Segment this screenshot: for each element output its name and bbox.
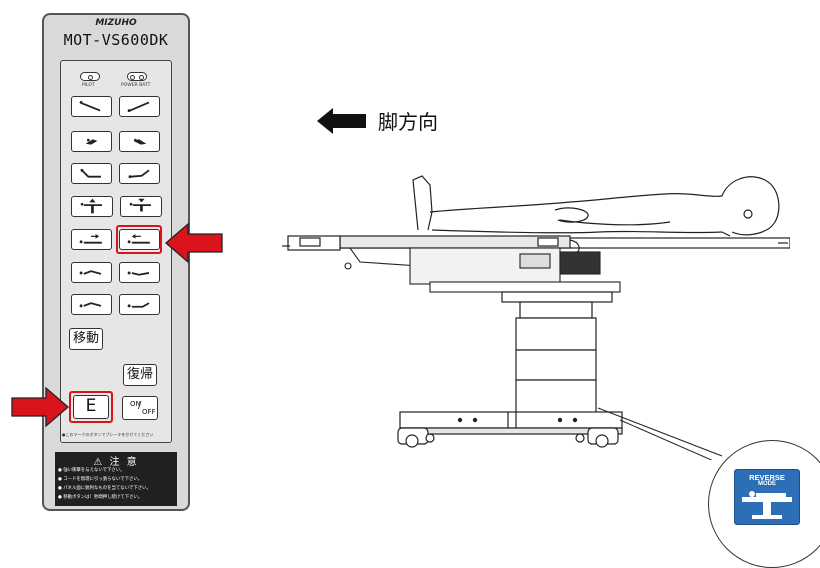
battery-lamp-icon (127, 72, 147, 81)
lateral-tilt-right-icon (133, 138, 147, 145)
reflex-icon (127, 271, 150, 276)
warning-line: ● コードを無理に引っ張らないで下さい。 (58, 477, 143, 482)
off-label: OFF (142, 408, 156, 416)
lateral-tilt-left-icon (85, 138, 98, 145)
on-off-button[interactable]: ON / OFF (122, 396, 158, 420)
move-button[interactable]: 移動 (69, 328, 103, 350)
warning-line: ● 強い衝撃を与えないで下さい。 (58, 468, 125, 473)
table-down-icon (129, 198, 151, 212)
leg-up-button[interactable] (71, 294, 112, 315)
highlight-frame (69, 391, 113, 423)
back-up-icon (128, 169, 150, 179)
pilot-lamp-icon (80, 72, 100, 81)
on-label: ON (130, 400, 141, 408)
red-arrow-pointing-right-icon (11, 386, 69, 428)
pilot-label: PILOT (82, 83, 95, 88)
table-up-button[interactable] (71, 196, 113, 217)
flex-icon (79, 270, 102, 275)
battery-label: POWER BATT (121, 83, 151, 88)
back-up-button[interactable] (119, 163, 160, 184)
slide-head-icon (127, 234, 150, 244)
leg-down-button[interactable] (119, 294, 160, 315)
warning-title: ⚠ 注 意 (93, 457, 139, 468)
table-down-button[interactable] (120, 196, 162, 217)
table-up-icon (80, 198, 102, 214)
red-arrow-pointing-left-icon (165, 222, 223, 264)
highlight-frame (116, 225, 162, 254)
column (501, 291, 613, 415)
badge-line2: MODE (758, 481, 776, 487)
tilt-head-up-button[interactable] (119, 96, 160, 117)
warning-box (55, 452, 177, 506)
tabletop (282, 235, 790, 255)
lateral-tilt-right-button[interactable] (119, 131, 160, 152)
model-number: MOT-VS600DK (63, 31, 169, 49)
operating-table-illustration (282, 175, 790, 460)
badge-line1: REVERSE (749, 473, 785, 482)
tilt-head-down-button[interactable] (71, 96, 112, 117)
tilt-head-up-icon (127, 101, 150, 113)
leader-lines (597, 407, 723, 460)
direction-arrow-icon (317, 108, 366, 134)
patient-figure (412, 175, 780, 237)
brand-logo: MIZUHO (95, 18, 137, 28)
table-mechanism (344, 247, 621, 293)
slash-separator: / (138, 400, 142, 411)
warning-line: ● 移動ボタンは！秒間押し続けて下さい。 (58, 495, 143, 500)
leg-up-icon (79, 302, 102, 308)
reflex-button[interactable] (119, 262, 160, 283)
slide-foot-button[interactable] (71, 229, 112, 250)
slide-foot-icon (79, 234, 102, 244)
slide-head-button[interactable] (119, 229, 160, 250)
lateral-tilt-left-button[interactable] (71, 131, 112, 152)
back-down-button[interactable] (71, 163, 112, 184)
leg-down-icon (127, 302, 150, 308)
brake-footnote: ●このマークのボタンでブレーキをかけてください (62, 432, 154, 437)
table-symbol-icon (742, 491, 792, 519)
table-base (397, 411, 623, 448)
direction-label: 脚方向 (378, 110, 438, 134)
e-button[interactable]: E (73, 395, 109, 419)
back-down-icon (80, 168, 101, 178)
flex-button[interactable] (71, 262, 112, 283)
restore-button[interactable]: 復帰 (123, 364, 157, 386)
tilt-head-down-icon (79, 100, 101, 112)
warning-line: ● パネル面に鋭利なものを当てないで下さい。 (58, 486, 151, 491)
